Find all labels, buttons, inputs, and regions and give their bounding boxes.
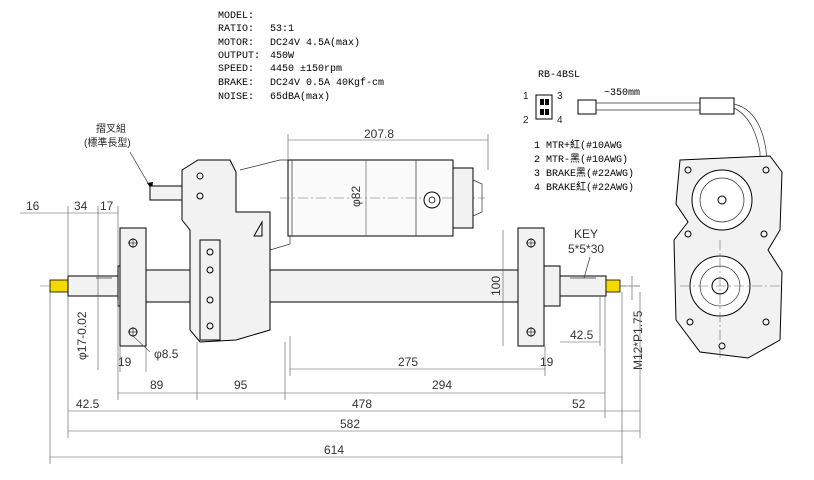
spec-value-ratio: 53:1 bbox=[270, 24, 294, 35]
end-view-motor-circle bbox=[691, 169, 753, 231]
right-tube bbox=[269, 269, 551, 303]
dim-100: 100 bbox=[489, 276, 503, 296]
spec-value-brake: DC24V 0.5A 40Kgf-cm bbox=[270, 77, 384, 89]
spec-label-model: MODEL: bbox=[218, 11, 254, 22]
dim-motor-length: 207.8 bbox=[364, 127, 394, 141]
dim-shaft-diameter: φ17-0.02 bbox=[75, 311, 89, 360]
pin-1: 1 bbox=[523, 91, 529, 102]
dim-52: 52 bbox=[572, 397, 586, 411]
callout-line2: (標準長型) bbox=[84, 136, 131, 149]
end-view bbox=[673, 155, 783, 360]
dim-motor-diameter: φ82 bbox=[349, 186, 363, 207]
dim-42-5-left: 42.5 bbox=[76, 397, 100, 411]
axle-assembly bbox=[40, 159, 640, 347]
right-shaft bbox=[559, 275, 607, 297]
pin-4: 4 bbox=[557, 115, 563, 126]
brake-housing bbox=[452, 167, 474, 229]
dim-294: 294 bbox=[432, 378, 452, 392]
dim-19-left: 19 bbox=[118, 355, 132, 369]
dim-hole-diameter: φ8.5 bbox=[154, 347, 179, 361]
dim-582: 582 bbox=[340, 417, 360, 431]
right-shaft-end bbox=[605, 279, 621, 293]
cable-to-motor bbox=[733, 103, 769, 171]
left-shaft-end bbox=[49, 279, 69, 293]
connector-detail: RB-4BSL ~350mm 1 2 3 4 1 MTR+紅(#10AWG 2 … bbox=[523, 70, 769, 194]
gearbox-flange bbox=[199, 239, 221, 341]
left-mount-plate bbox=[119, 227, 147, 347]
motor-end-cap bbox=[472, 179, 483, 217]
dim-34: 34 bbox=[74, 199, 88, 213]
wire-1: 1 MTR+紅(#10AWG bbox=[534, 139, 622, 152]
pin-2: 2 bbox=[523, 115, 529, 126]
dim-42-5-right: 42.5 bbox=[570, 328, 594, 342]
wire-3: 3 BRAKE黑(#22AWG) bbox=[534, 167, 634, 180]
dimensions: 207.8 φ82 16 34 17 φ17-0.02 φ8.5 19 100 … bbox=[20, 127, 645, 464]
spec-block: MODEL: RATIO: 53:1 MOTOR: DC24V 4.5A(max… bbox=[218, 11, 384, 103]
dim-17: 17 bbox=[100, 199, 114, 213]
connector-plug bbox=[535, 94, 553, 120]
dim-19-right: 19 bbox=[540, 355, 554, 369]
dim-thread: M12*P1.75 bbox=[631, 310, 645, 370]
pin-3: 3 bbox=[557, 91, 563, 102]
spec-value-output: 450W bbox=[270, 51, 294, 62]
key-label: KEY bbox=[574, 227, 598, 241]
spec-label-speed: SPEED: bbox=[218, 64, 254, 75]
fork-lever bbox=[149, 185, 183, 201]
wire-2: 2 MTR-黑(#10AWG) bbox=[534, 153, 628, 166]
dim-95: 95 bbox=[234, 378, 248, 392]
spec-label-motor: MOTOR: bbox=[218, 38, 254, 49]
connector-model: RB-4BSL bbox=[538, 70, 580, 81]
spec-value-speed: 4450 ±150rpm bbox=[270, 64, 342, 75]
cable-length: ~350mm bbox=[604, 88, 640, 99]
spec-value-motor: DC24V 4.5A(max) bbox=[270, 37, 360, 49]
wire-4: 4 BRAKE紅(#22AWG) bbox=[534, 181, 634, 194]
spec-label-output: OUTPUT: bbox=[218, 51, 260, 62]
left-shaft bbox=[67, 275, 119, 297]
spec-label-ratio: RATIO: bbox=[218, 24, 254, 35]
spec-value-noise: 65dBA(max) bbox=[270, 91, 330, 103]
gearbox-housing bbox=[181, 159, 271, 343]
gearbox-rib bbox=[253, 220, 263, 237]
cable-gland bbox=[699, 97, 735, 115]
dim-478: 478 bbox=[352, 397, 372, 411]
brake-release-icon bbox=[423, 191, 441, 209]
spec-label-brake: BRAKE: bbox=[218, 78, 254, 89]
dim-16: 16 bbox=[26, 199, 40, 213]
dim-614: 614 bbox=[324, 443, 344, 457]
callout-line1: 摺叉組 bbox=[96, 122, 126, 135]
connector-socket bbox=[577, 99, 597, 115]
spec-label-noise: NOISE: bbox=[218, 92, 254, 103]
dim-275: 275 bbox=[398, 355, 418, 369]
fork-callout: 摺叉組 (標準長型) bbox=[84, 122, 153, 191]
key-size: 5*5*30 bbox=[568, 242, 604, 256]
dim-89: 89 bbox=[150, 378, 164, 392]
